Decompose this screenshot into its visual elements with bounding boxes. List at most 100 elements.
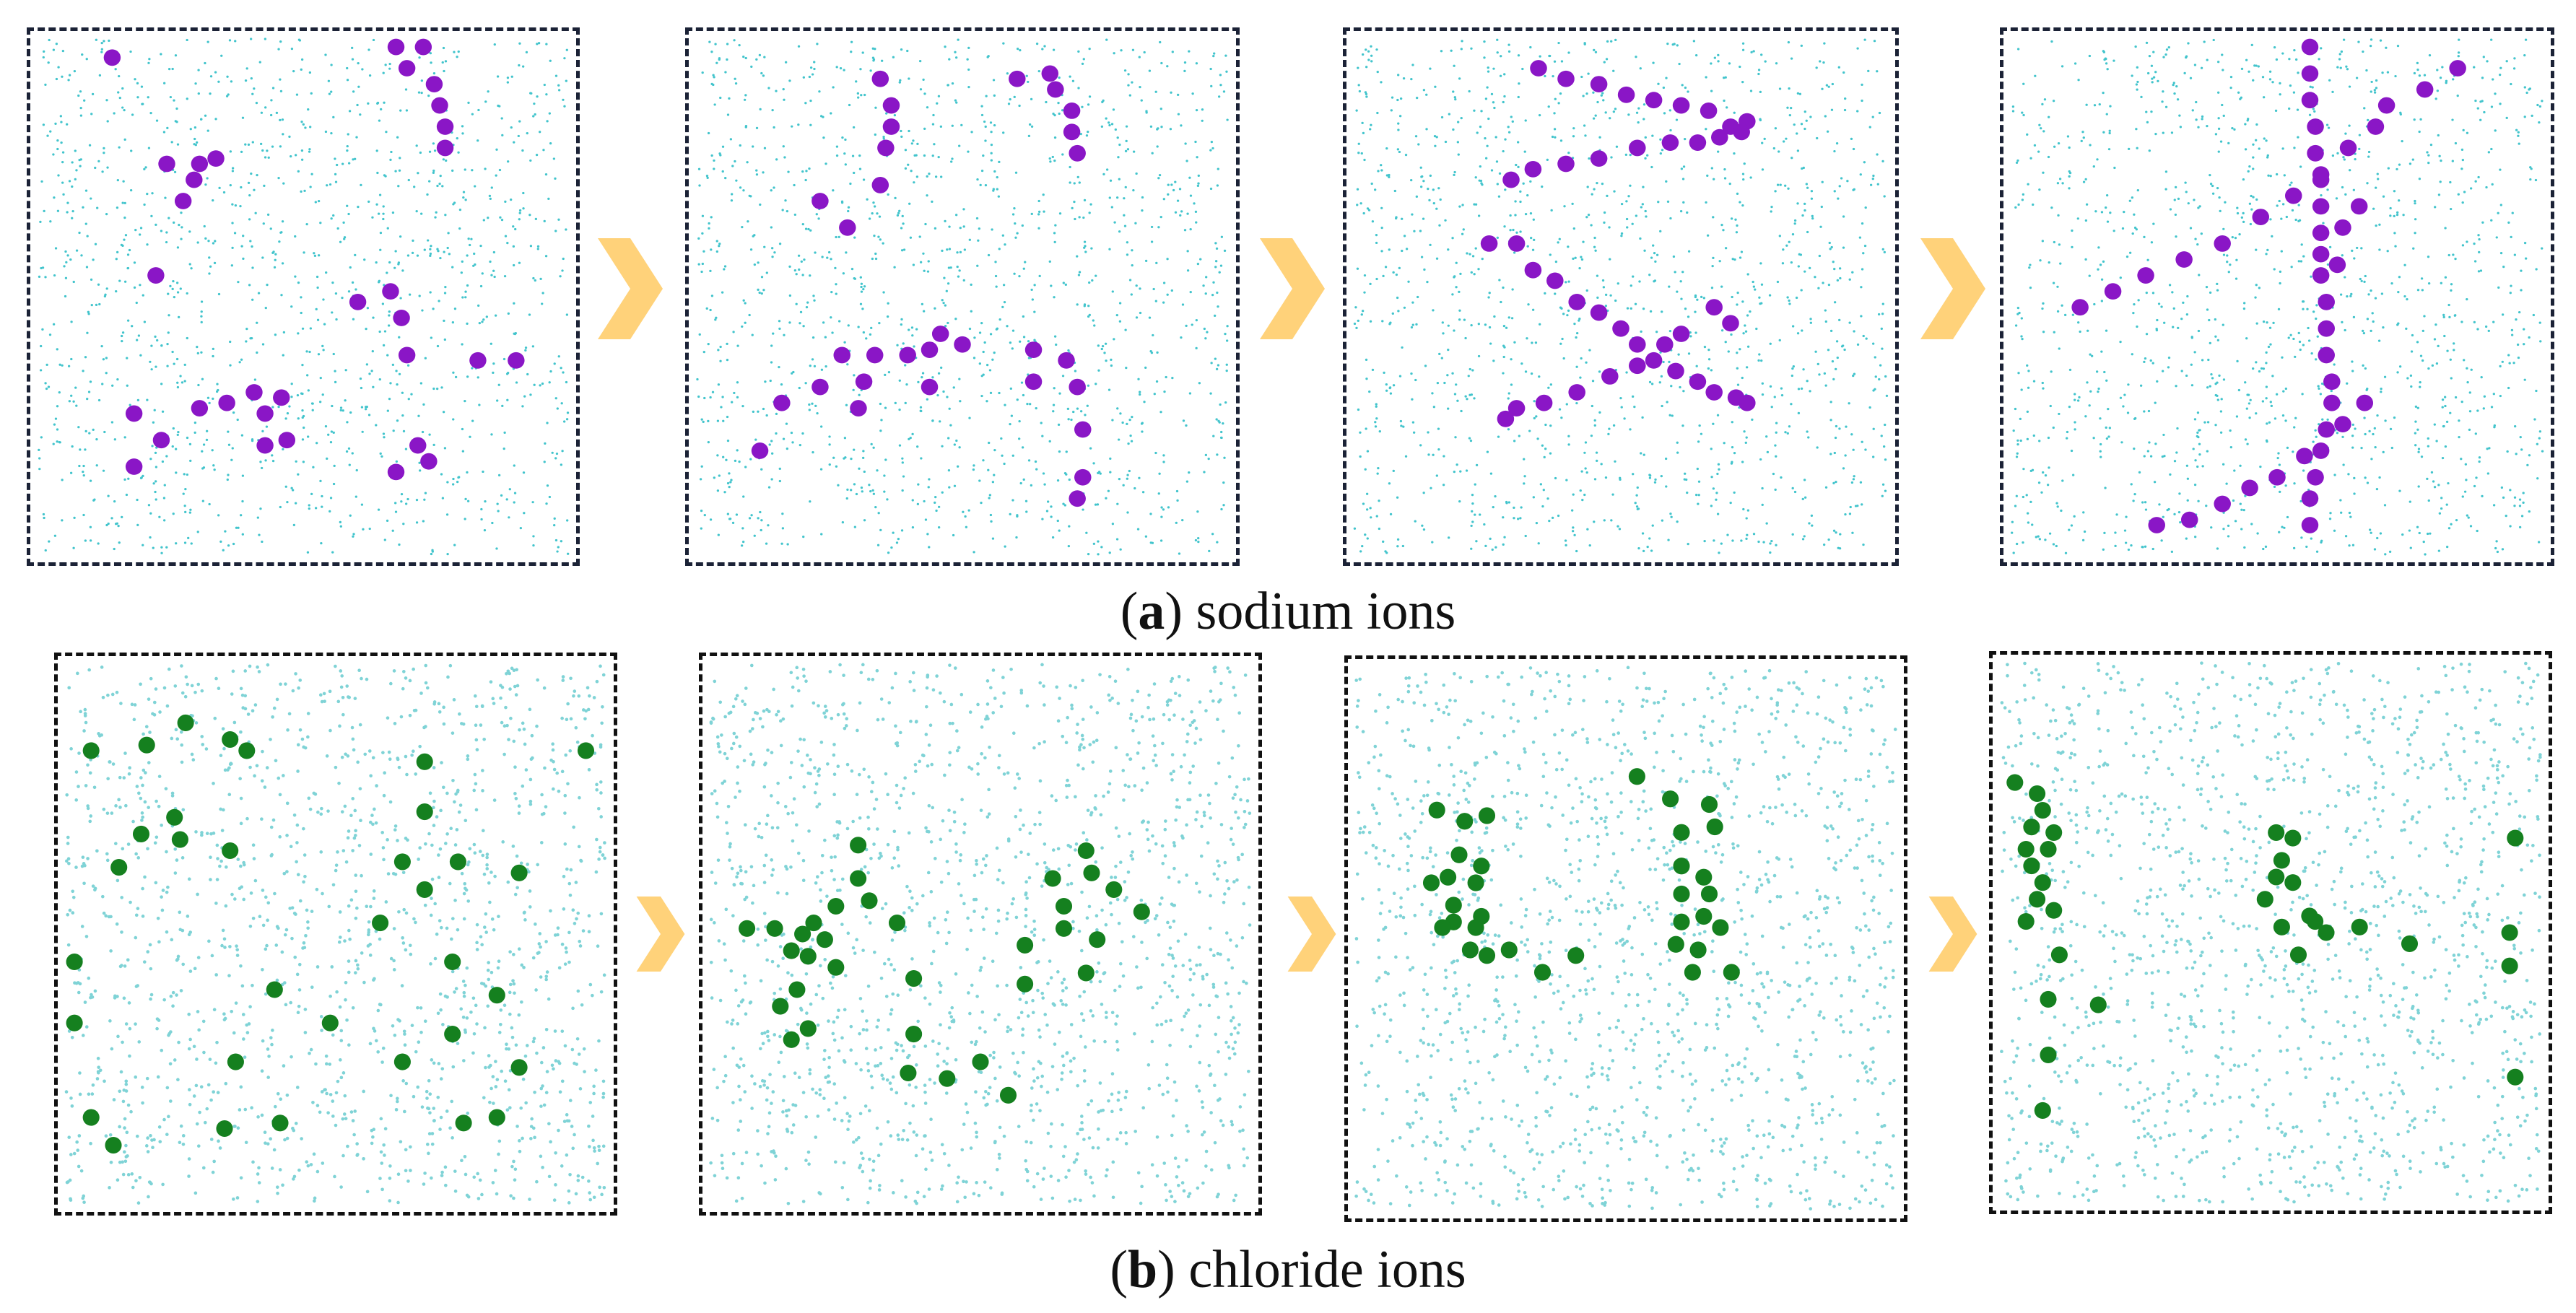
chloride-ion [82, 1109, 100, 1126]
sodium-ion [811, 378, 829, 396]
chloride-ion [2050, 946, 2068, 964]
chloride-ion [271, 1114, 289, 1132]
chloride-ion [1467, 919, 1484, 936]
chloride-panel-2-plot [709, 663, 1252, 1205]
chloride-ion [1055, 897, 1073, 915]
sodium-ion [1722, 315, 1739, 332]
chloride-ion [577, 742, 595, 759]
sodium-ion [2307, 118, 2324, 135]
chloride-ion [222, 730, 239, 749]
chloride-ion [2507, 1068, 2524, 1086]
chloride-ion [1700, 885, 1718, 903]
solvent-dots [64, 663, 606, 1205]
chloride-ion [905, 1026, 923, 1043]
sodium-ion [103, 49, 121, 66]
chloride-ion [449, 853, 466, 871]
sodium-ion [1557, 155, 1575, 173]
chevron-right-icon-shape [1928, 897, 1977, 972]
sodium-ion [2449, 60, 2466, 77]
sodium-ion [1645, 92, 1663, 109]
chloride-ion [2040, 840, 2057, 858]
sodium-ion [218, 394, 235, 411]
sodium-ion [469, 352, 487, 369]
sodium-ion [2377, 97, 2396, 114]
sodium-ion [1047, 81, 1064, 98]
sodium-ion [1645, 352, 1663, 369]
sodium-ion [1590, 150, 1608, 167]
solvent-dots [2011, 38, 2544, 556]
sodium-ion [866, 346, 884, 364]
chloride-panel-4-plot [2000, 661, 2542, 1204]
chloride-ion [999, 1086, 1017, 1104]
chloride-ion [1662, 790, 1679, 808]
sodium-ion [2318, 320, 2335, 337]
sodium-ion [278, 432, 296, 449]
sodium-ion [1074, 468, 1092, 486]
sodium-ion [1069, 378, 1086, 396]
chloride-ion [772, 998, 789, 1015]
chloride-ion [2017, 840, 2035, 858]
chloride-ion [227, 1053, 244, 1070]
sodium-ion [1617, 86, 1635, 103]
sodium-panel-3 [1343, 27, 1899, 566]
sodium-ion [1063, 102, 1081, 119]
chloride-ion [2507, 829, 2524, 847]
sodium-ion [2301, 517, 2319, 533]
chloride-ion [1689, 941, 1707, 959]
chevron-right-icon [1928, 897, 1977, 972]
chloride-ion [222, 842, 239, 860]
chloride-ion [2045, 824, 2063, 841]
chloride-ion [1700, 795, 1718, 813]
sodium-ion [954, 336, 971, 353]
chloride-ion [2256, 891, 2273, 908]
chloride-ion [455, 1114, 472, 1132]
chloride-ion [2089, 996, 2107, 1013]
chloride-ion [794, 925, 811, 943]
chloride-ion [2268, 824, 2285, 841]
sodium-ion [2252, 209, 2270, 226]
chloride-ion [2034, 874, 2051, 891]
sodium-ion [1069, 490, 1086, 507]
chloride-ion [488, 1109, 505, 1126]
sodium-ion [409, 437, 427, 454]
chloride-ion [2017, 913, 2035, 930]
sodium-ion [1705, 384, 1723, 401]
sodium-ion [882, 118, 900, 135]
sodium-ion [1739, 394, 1756, 411]
sodium-ion [1667, 362, 1684, 380]
chloride-ion [816, 931, 833, 948]
sodium-ion [2318, 293, 2335, 310]
sodium-ion [2312, 245, 2330, 263]
chloride-ion [416, 803, 433, 821]
chloride-ion [739, 920, 756, 937]
sodium-ion [1629, 139, 1646, 157]
chloride-ion [1133, 903, 1150, 920]
chloride-ion [1628, 768, 1645, 785]
sodium-ion [811, 193, 829, 209]
sodium-ion [2416, 81, 2434, 98]
sodium-ion [1041, 65, 1059, 82]
sodium-ion [2301, 490, 2319, 507]
sodium-ion [2284, 187, 2302, 204]
chloride-ion [888, 915, 906, 932]
chloride-ion [1533, 964, 1552, 981]
sodium-ion [125, 458, 143, 475]
sodium-ion [871, 70, 889, 87]
sodium-ion [882, 97, 900, 114]
sodium-ion [899, 346, 916, 364]
chloride-ion [1105, 881, 1123, 898]
sodium-ion [877, 139, 895, 157]
sodium-ion [871, 177, 889, 193]
chloride-ion [1673, 885, 1690, 903]
chloride-ion [1712, 919, 1729, 936]
chloride-ion [1422, 874, 1440, 891]
sodium-ion [2312, 267, 2330, 284]
chloride-ion [2501, 924, 2518, 941]
caption-b-text: chloride ions [1175, 1240, 1466, 1299]
sodium-ion [2318, 346, 2335, 364]
chloride-ion [1456, 813, 1474, 830]
chloride-ion [1083, 864, 1100, 881]
chloride-ion [110, 859, 128, 876]
sodium-ion [751, 442, 769, 459]
sodium-ion [2350, 198, 2368, 215]
